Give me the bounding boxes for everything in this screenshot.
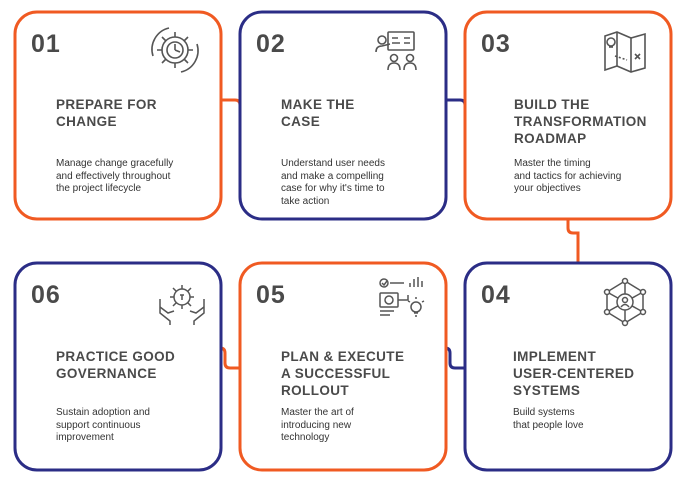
step-desc-06: Sustain adoption and support continuous … — [56, 407, 150, 443]
step-number-06: 06 — [31, 281, 61, 309]
connector-03-04 — [566, 219, 580, 275]
step-desc-05: Master the art of introducing new techno… — [281, 407, 354, 443]
step-number-05: 05 — [256, 281, 286, 309]
hands-gear-icon — [159, 285, 205, 325]
presentation-icon — [375, 31, 417, 71]
planning-icon — [379, 277, 425, 317]
step-desc-02: Understand user needs and make a compell… — [281, 158, 385, 207]
step-desc-04: Build systems that people love — [513, 407, 584, 431]
step-title-03: BUILD THE TRANSFORMATION ROADMAP — [514, 97, 647, 146]
step-number-02: 02 — [256, 30, 286, 58]
step-number-01: 01 — [31, 30, 61, 58]
network-user-icon — [603, 277, 647, 327]
step-box-01 — [13, 10, 223, 221]
step-title-04: IMPLEMENT USER-CENTERED SYSTEMS — [513, 349, 635, 398]
step-title-02: MAKE THE CASE — [281, 97, 355, 129]
step-box-04 — [463, 261, 673, 472]
step-number-03: 03 — [481, 30, 511, 58]
step-desc-03: Master the timing and tactics for achiev… — [514, 158, 622, 194]
step-number-04: 04 — [481, 281, 511, 309]
step-box-05 — [238, 261, 448, 472]
step-box-03 — [463, 10, 673, 221]
step-title-05: PLAN & EXECUTE A SUCCESSFUL ROLLOUT — [281, 349, 405, 398]
map-icon — [604, 31, 646, 73]
step-title-06: PRACTICE GOOD GOVERNANCE — [56, 349, 176, 381]
step-box-06 — [13, 261, 223, 472]
step-title-01: PREPARE FOR CHANGE — [56, 97, 157, 129]
step-desc-01: Manage change gracefully and effectively… — [56, 158, 174, 194]
gear-clock-icon — [151, 27, 199, 73]
